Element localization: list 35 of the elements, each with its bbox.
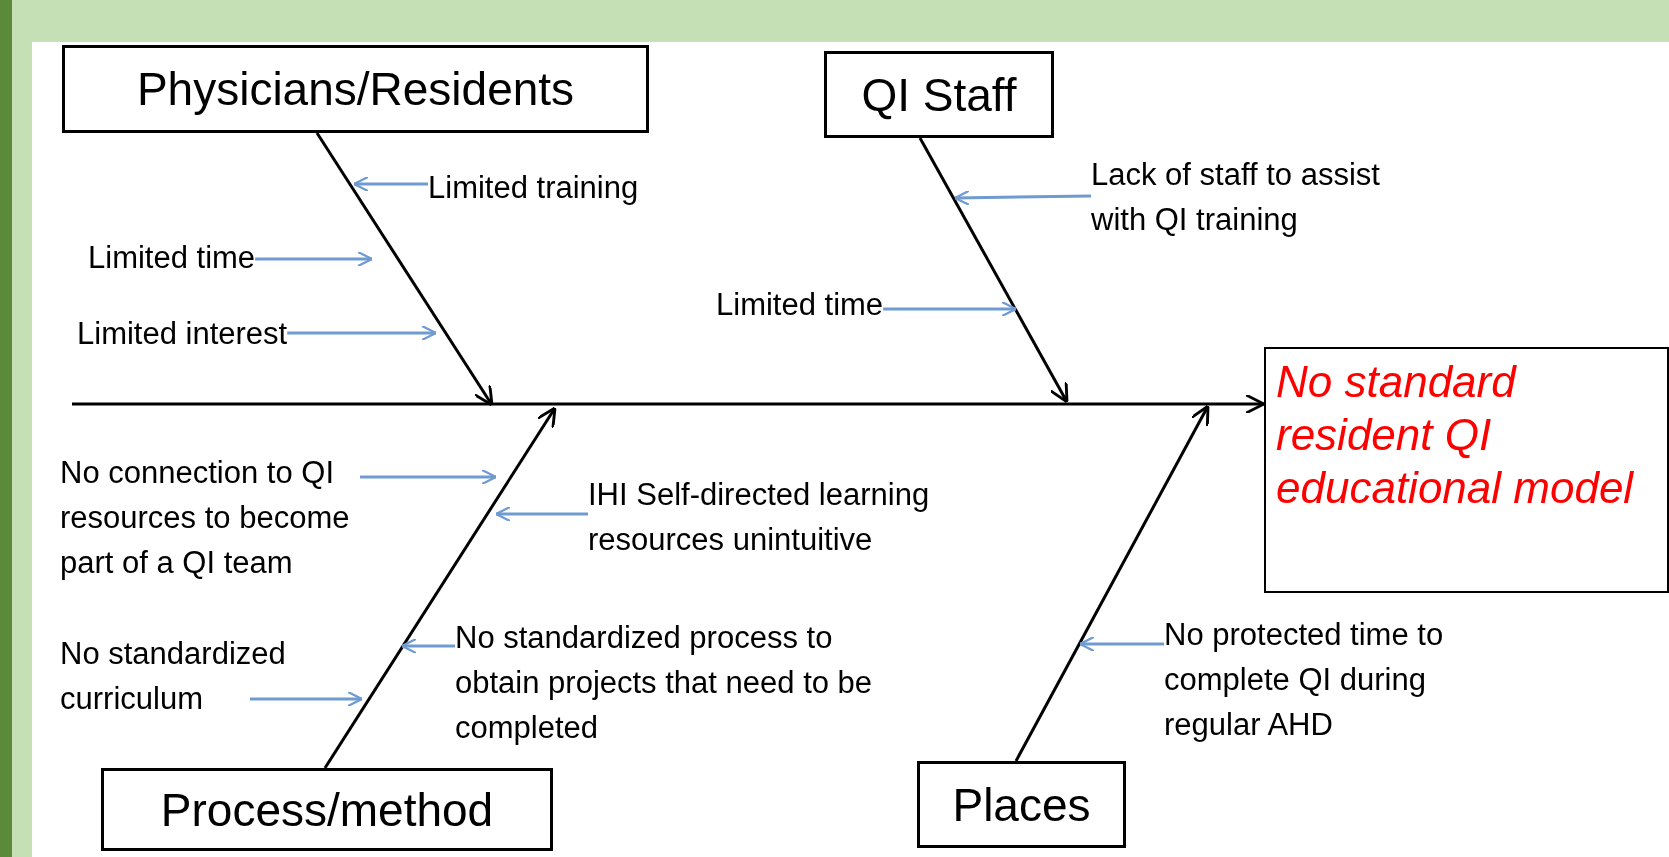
category-label: Process/method <box>160 782 494 837</box>
arrow <box>255 250 374 268</box>
arrow <box>400 637 455 655</box>
category-label: Physicians/Residents <box>136 62 575 116</box>
arrow <box>287 324 438 342</box>
category-label: Places <box>952 777 1091 832</box>
arrow <box>360 468 498 486</box>
cause-text: No standardized curriculum <box>60 631 300 721</box>
cause-text: No protected time to complete QI during regular AHD <box>1164 612 1524 747</box>
cause-text: No standardized process to obtain projects that need to be completed <box>455 615 875 750</box>
category-box <box>101 768 553 851</box>
problem-statement: No standard resident QI educational model <box>1276 356 1635 514</box>
cause-text: IHI Self-directed learning resources unintuitive <box>588 472 998 562</box>
arrow <box>250 690 364 708</box>
category-label: QI Staff <box>861 67 1017 122</box>
arrow <box>494 505 588 523</box>
bone-arrow <box>315 132 494 407</box>
cause-text: No connection to QI resources to become part of a QI team <box>60 450 360 585</box>
cause-text: Limited training <box>428 165 639 210</box>
category-box <box>917 761 1126 848</box>
category-box <box>62 45 649 133</box>
bone-arrow <box>918 137 1069 404</box>
cause-text: Limited time <box>716 282 884 327</box>
bone-arrow <box>323 406 557 769</box>
bone-arrow <box>1014 404 1210 762</box>
cause-text: Limited time <box>88 235 256 280</box>
arrow <box>352 175 428 193</box>
arrow <box>883 300 1018 318</box>
effect-box <box>1264 347 1669 593</box>
arrow <box>1078 635 1164 653</box>
cause-text: Limited interest <box>77 311 288 356</box>
arrow <box>953 189 1092 206</box>
spine-arrow <box>72 393 1266 415</box>
cause-text: Lack of staff to assist with QI training <box>1091 152 1441 242</box>
category-box <box>824 51 1054 138</box>
